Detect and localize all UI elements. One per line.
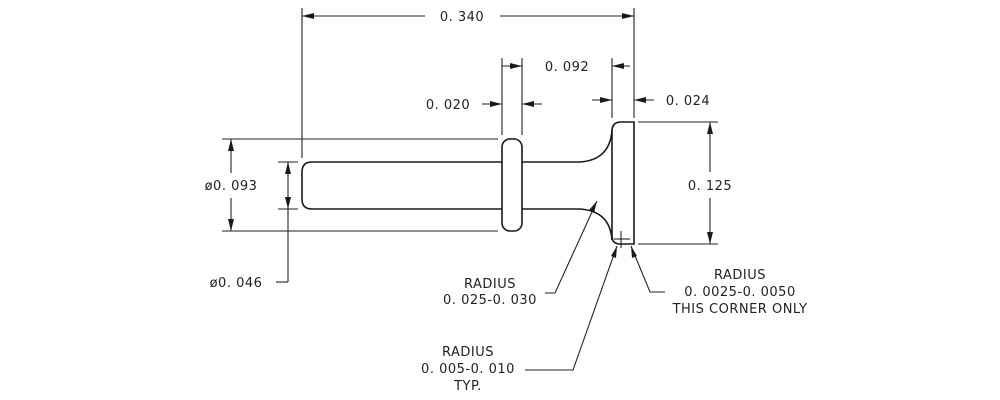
dim-text-overall-length: 0. 340 (440, 10, 484, 25)
arrowhead (589, 201, 597, 213)
dim-text-neck-length: 0. 092 (545, 60, 589, 75)
arrowhead (612, 63, 624, 69)
arrowhead (285, 162, 291, 174)
dim-text-head-diameter: 0. 125 (688, 179, 732, 194)
arrowhead (631, 246, 637, 258)
arrowhead (228, 139, 234, 151)
arrowhead (707, 232, 713, 244)
note-typical-radius: RADIUS 0. 005-0. 010 TYP. (421, 245, 618, 394)
dim-neck-length: 0. 092 (502, 58, 630, 118)
leader-line (630, 245, 665, 293)
leader-line (545, 200, 598, 294)
collar-outline (501, 138, 523, 232)
arrowhead (611, 246, 617, 258)
part-outline (301, 121, 635, 248)
note-fillet-line2: 0. 025-0. 030 (443, 293, 537, 308)
note-corner-line1: RADIUS (714, 268, 766, 283)
dim-overall-length: 0. 340 (301, 8, 635, 158)
dim-text-collar-diameter: ø0. 093 (205, 179, 258, 194)
arrowhead (634, 97, 646, 103)
arrowhead (510, 63, 522, 69)
note-corner-line2: 0. 0025-0. 0050 (684, 285, 795, 300)
neck-outline-lower (522, 208, 613, 241)
shank-outline (301, 161, 502, 210)
dim-head-diameter: 0. 125 (638, 121, 732, 245)
neck-outline (522, 129, 613, 163)
dim-text-collar-width: 0. 020 (426, 98, 470, 113)
note-typical-line3: TYP. (453, 379, 482, 394)
note-fillet-line1: RADIUS (464, 277, 516, 292)
note-corner-radius: RADIUS 0. 0025-0. 0050 THIS CORNER ONLY (630, 245, 808, 317)
note-corner-line3: THIS CORNER ONLY (672, 302, 808, 317)
arrowhead (490, 101, 502, 107)
dim-shank-diameter: ø0. 046 (210, 161, 298, 291)
note-typical-line1: RADIUS (442, 345, 494, 360)
head-outline (611, 121, 635, 245)
dim-collar-width: 0. 020 (426, 58, 542, 135)
note-typical-line2: 0. 005-0. 010 (421, 362, 515, 377)
arrowhead (522, 101, 534, 107)
arrowhead (302, 13, 314, 19)
note-fillet-radius: RADIUS 0. 025-0. 030 (443, 200, 598, 308)
arrowhead (622, 13, 634, 19)
dim-head-thickness: 0. 024 (592, 94, 710, 109)
dim-text-shank-diameter: ø0. 046 (210, 276, 263, 291)
arrowhead (600, 97, 612, 103)
arrowhead (228, 219, 234, 231)
dim-text-head-thickness: 0. 024 (666, 94, 710, 109)
arrowhead (707, 122, 713, 134)
leader-line (525, 245, 618, 371)
dim-collar-diameter: ø0. 093 (205, 138, 498, 232)
arrowhead (285, 197, 291, 209)
